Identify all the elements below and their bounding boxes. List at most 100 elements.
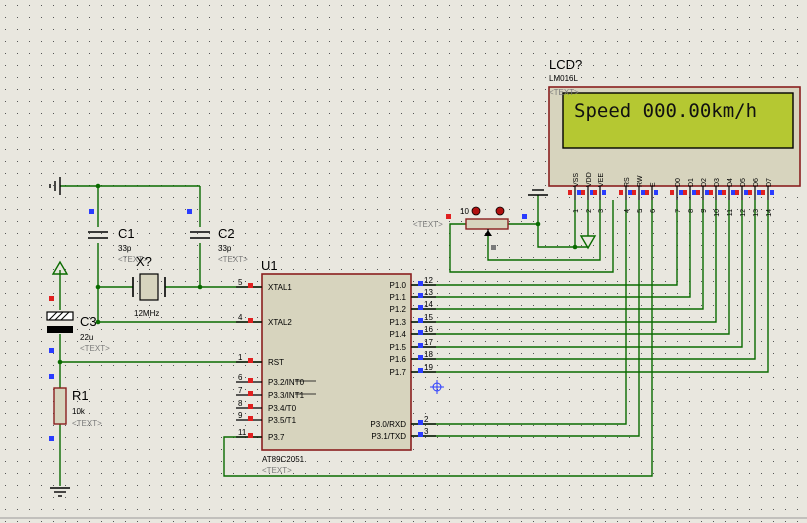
lcd-pin-marker[interactable] [577,190,581,195]
lcd-pin-marker[interactable] [568,190,572,195]
ground-symbol-caps [49,177,61,195]
mcu-pin-marker[interactable] [248,358,253,363]
lcd-pins: VSS1VDD2VEE3RS4RW5E6D07D18D29D310D411D51… [568,172,774,217]
capacitor-c2[interactable]: C2 33p <TEXT> [190,226,248,264]
resistor-r1[interactable]: R1 10k <TEXT> [53,387,102,428]
lcd-pin-marker[interactable] [593,190,597,195]
ground-symbol-r1 [50,487,70,497]
lcd-pin-marker[interactable] [590,190,594,195]
mcu-left-pins: 5XTAL14XTAL21RST6P3.2/INT07P3.3/INT18P3.… [236,278,305,442]
mcu-pin-marker[interactable] [248,433,253,438]
crystal-ref: X? [136,254,152,269]
lcd-pin-marker[interactable] [628,190,632,195]
lcd-pin-marker[interactable] [632,190,636,195]
r1-ref: R1 [72,388,89,403]
wires [59,185,769,486]
mcu-pin-marker[interactable] [418,343,423,348]
mcu-pin-marker[interactable] [248,391,253,396]
c1-ref: C1 [118,226,135,241]
lcd-pin-marker[interactable] [581,190,585,195]
lcd-pin-number: 3 [598,209,605,213]
mcu-pin-marker[interactable] [418,281,423,286]
mcu-pin-marker[interactable] [248,404,253,409]
mcu-ref: U1 [261,258,278,273]
lcd-pin-number: 6 [650,209,657,213]
pot-decrease-button[interactable] [471,206,481,216]
lcd-pin-marker[interactable] [692,190,696,195]
pot-text-placeholder: <TEXT> [413,220,443,229]
mcu-pin-marker[interactable] [418,330,423,335]
crystal-x1[interactable]: X? 12MHz [132,254,166,318]
mcu-pin-number: 12 [424,276,433,285]
mcu-pin-number: 13 [424,288,433,297]
mcu-pin-marker[interactable] [248,283,253,288]
r1-value: 10k [72,407,86,416]
mcu-pin-marker[interactable] [418,355,423,360]
lcd-ref: LCD? [549,57,582,72]
lcd-pin-marker[interactable] [744,190,748,195]
mcu-pin-name: P1.6 [390,355,407,364]
lcd-pin-marker[interactable] [670,190,674,195]
c1-text-placeholder: <TEXT> [118,255,148,264]
mcu-pin-marker[interactable] [418,432,423,437]
potentiometer[interactable]: 10 <TEXT> [413,206,509,236]
mcu-part: AT89C2051 [262,455,305,464]
mcu-pin-number: 14 [424,300,433,309]
lcd-pin-marker[interactable] [770,190,774,195]
lcd-pin-name: D1 [688,178,695,187]
mcu-pin-marker[interactable] [418,368,423,373]
c1-value: 33p [118,244,132,253]
lcd-pin-marker[interactable] [731,190,735,195]
mcu-pin-name: P1.0 [390,281,407,290]
lcd-pin-marker[interactable] [748,190,752,195]
lcd-pin-marker[interactable] [619,190,623,195]
mcu-u1[interactable]: U1 AT89C2051 <TEXT> 5XTAL14XTAL21RST6P3.… [236,258,436,475]
mcu-pin-name: P3.1/TXD [371,432,406,441]
mcu-pin-marker[interactable] [418,305,423,310]
mcu-pin-number: 3 [424,427,429,436]
mcu-pin-number: 6 [238,373,243,382]
lcd-pin-name: RW [637,175,644,187]
capacitor-c3[interactable]: C3 22u <TEXT> [46,311,110,353]
power-arrow-down-icon [579,235,597,250]
lcd-pin-marker[interactable] [709,190,713,195]
mcu-pin-number: 11 [238,428,247,437]
lcd-pin-number: 8 [688,209,695,213]
c3-ref: C3 [80,314,97,329]
lcd-pin-marker[interactable] [683,190,687,195]
lcd-pin-marker[interactable] [705,190,709,195]
lcd-module[interactable]: Speed 000.00km/h LCD? LM016L <TEXT> VSS1… [548,57,801,217]
mcu-pin-name: RST [268,358,284,367]
mcu-pin-marker[interactable] [248,318,253,323]
mcu-pin-number: 5 [238,278,243,287]
lcd-pin-marker[interactable] [761,190,765,195]
mcu-pin-name: P3.2/INT0 [268,378,305,387]
lcd-pin-name: VEE [598,173,605,187]
mcu-pin-name: XTAL2 [268,318,292,327]
r1-text-placeholder: <TEXT> [72,419,102,428]
mcu-pin-marker[interactable] [418,293,423,298]
lcd-pin-number: 9 [701,209,708,213]
lcd-pin-marker[interactable] [718,190,722,195]
lcd-pin-marker[interactable] [696,190,700,195]
lcd-pin-marker[interactable] [641,190,645,195]
lcd-pin-marker[interactable] [735,190,739,195]
mcu-pin-marker[interactable] [248,378,253,383]
mcu-pin-marker[interactable] [418,318,423,323]
lcd-pin-marker[interactable] [679,190,683,195]
lcd-pin-marker[interactable] [722,190,726,195]
crystal-value: 12MHz [134,309,159,318]
capacitor-c1[interactable]: C1 33p <TEXT> [88,226,148,264]
lcd-pin-number: 11 [727,209,734,216]
lcd-pin-marker[interactable] [757,190,761,195]
mcu-pin-marker[interactable] [418,420,423,425]
pot-increase-button[interactable] [495,206,505,216]
lcd-pin-marker[interactable] [602,190,606,195]
lcd-pin-name: E [650,182,657,187]
lcd-pin-marker[interactable] [654,190,658,195]
lcd-pin-number: 4 [624,209,631,213]
lcd-pin-name: D7 [766,178,773,187]
mcu-pin-marker[interactable] [248,416,253,421]
lcd-pin-marker[interactable] [645,190,649,195]
